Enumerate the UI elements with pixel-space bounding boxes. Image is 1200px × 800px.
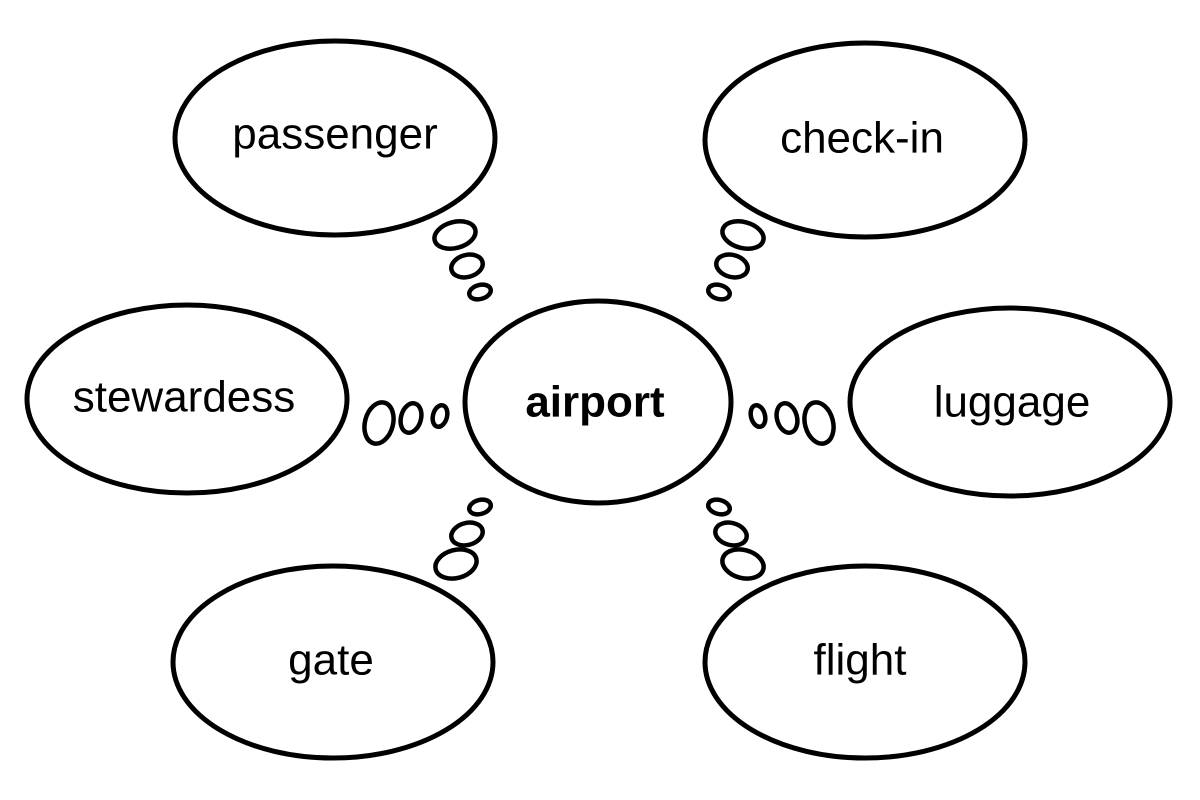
connector-dots-flight xyxy=(705,497,766,581)
connector-dots-passenger xyxy=(432,219,494,302)
node-stewardess: stewardess xyxy=(24,302,350,496)
node-label-gate: gate xyxy=(288,636,374,685)
node-label-passenger: passenger xyxy=(232,110,437,159)
node-flight: flight xyxy=(702,563,1028,761)
node-luggage: luggage xyxy=(847,305,1173,499)
node-label-luggage: luggage xyxy=(934,378,1091,427)
connector-dots-gate xyxy=(433,497,494,581)
connector-dots-check-in xyxy=(705,219,766,302)
node-label-stewardess: stewardess xyxy=(73,373,296,422)
node-label-check-in: check-in xyxy=(780,114,944,163)
connector-dots-luggage xyxy=(748,400,836,446)
connector-dots-stewardess xyxy=(362,400,450,446)
node-passenger: passenger xyxy=(172,38,498,238)
center-label: airport xyxy=(525,378,665,427)
node-label-flight: flight xyxy=(814,636,907,685)
center-bubble: airport xyxy=(462,298,734,506)
node-check-in: check-in xyxy=(702,40,1028,240)
node-gate: gate xyxy=(170,563,496,761)
